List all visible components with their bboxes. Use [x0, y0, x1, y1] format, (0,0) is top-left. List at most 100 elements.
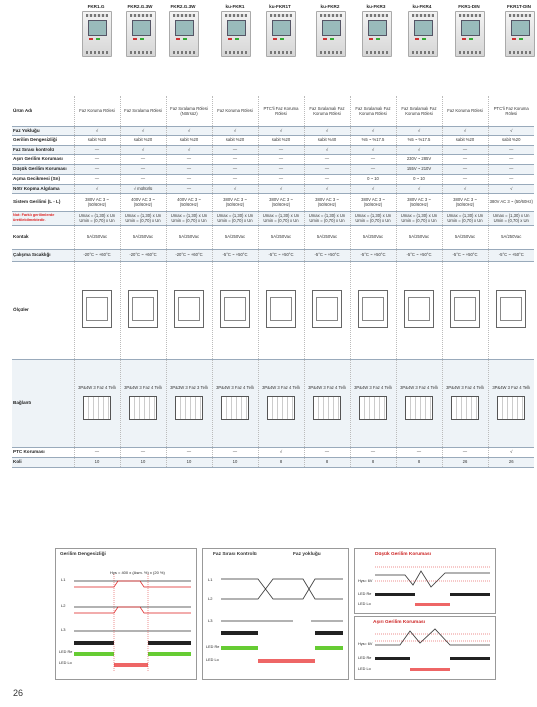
- row-label: Aşırı Gerilim Koruması: [12, 154, 74, 165]
- spec-cell: PTC'li Faz Koruma Rölesi: [487, 96, 534, 127]
- spec-cell: √: [303, 145, 350, 155]
- spec-cell: 3P&4W 3 Faz 4 Tellı: [349, 359, 396, 448]
- spec-cell: —: [73, 154, 120, 165]
- spec-cell: Umax = (1,30) x Un Umin = (0,70) x Un: [441, 211, 488, 226]
- spec-row: Aşırı Gerilim Koruması———————230V ~ 285V…: [12, 154, 534, 165]
- wiring-diagram: [83, 396, 111, 420]
- spec-cell: —: [487, 154, 534, 165]
- spec-cell: —: [119, 154, 166, 165]
- spec-cell: —: [303, 447, 350, 458]
- spec-cell: 26: [487, 457, 534, 468]
- spec-cell: sabit %20: [211, 135, 258, 146]
- spec-cell: 5A/250Vac: [73, 225, 120, 250]
- wiring-diagram: [221, 396, 249, 420]
- wiring-diagram: [267, 396, 295, 420]
- spec-cell: —: [119, 174, 166, 185]
- spec-cell: -5°C ~ +50°C: [487, 249, 534, 262]
- spec-cell: 5A/250Vac: [119, 225, 166, 250]
- product-image: [82, 11, 112, 57]
- wiring-diagram: [175, 396, 203, 420]
- row-label: Çalışma Sıcaklığı: [12, 249, 74, 262]
- spec-cell: 0 ~ 10: [349, 174, 396, 185]
- dusuk-led2: LED Lo: [358, 602, 371, 606]
- spec-cell: PTC'li Faz Koruma Rölesi: [257, 96, 304, 127]
- spec-cell: —: [165, 174, 212, 185]
- spec-cell: —: [257, 174, 304, 185]
- spec-cell: 3P&3W 3 Faz 3 Tellı: [165, 359, 212, 448]
- wiring-diagram: [451, 396, 479, 420]
- spec-cell: -5°C ~ +50°C: [441, 249, 488, 262]
- spec-cell: —: [395, 447, 442, 458]
- dusuk-led1: LED Re: [358, 592, 372, 596]
- spec-cell: 5A/250Vac: [395, 225, 442, 250]
- column-header: FKR1T-DIN: [507, 4, 531, 9]
- spec-cell: —: [303, 154, 350, 165]
- row-label: Ölçüler: [12, 261, 74, 360]
- spec-cell: 3P&4W 3 Faz 4 Tellı: [73, 359, 120, 448]
- wiring-diagram: [359, 396, 387, 420]
- spec-row: Çalışma Sıcaklığı-20°C ~ +60°C-20°C ~ +6…: [12, 249, 534, 262]
- product-image: [505, 11, 535, 57]
- spec-cell: Umax = (1,30) x Un Umin = (0,70) x Un: [349, 211, 396, 226]
- diagram-faz: Faz Sırası Kontrolü Faz yokluğu L1 L2 L3…: [202, 548, 349, 680]
- spec-cell: 3P&4W 3 Faz 4 Tellı: [119, 359, 166, 448]
- spec-cell: 380V AC 3 ~ (50/60Hz): [395, 193, 442, 212]
- spec-cell: —: [211, 174, 258, 185]
- connection-label: 3P&4W 3 Faz 4 Tellı: [262, 384, 300, 390]
- wiring-diagram: [497, 396, 526, 420]
- spec-cell: Umax = (1,30) x Un Umin = (0,70) x Un: [119, 211, 166, 226]
- faz-waveform: [221, 578, 343, 663]
- wiring-diagram: [313, 396, 341, 420]
- spec-cell: [303, 261, 350, 360]
- spec-cell: —: [165, 154, 212, 165]
- spec-cell: √: [349, 126, 396, 136]
- dimension-drawing: [220, 290, 250, 329]
- column-header: FKR1.G: [87, 4, 105, 9]
- column-header: FKR2.G.3W: [170, 4, 196, 9]
- spec-cell: 8: [303, 457, 350, 468]
- column-header: ku-FKR1: [225, 4, 245, 9]
- gerilim-l1: L1: [61, 577, 66, 582]
- spec-cell: √: [257, 447, 304, 458]
- spec-cell: √: [257, 184, 304, 194]
- spec-cell: √: [165, 145, 212, 155]
- row-label: Not: Farklı gerilimlerde üretilebilmekte…: [12, 211, 74, 226]
- column-header: FKR1-DIN: [458, 4, 480, 9]
- spec-cell: —: [349, 164, 396, 175]
- spec-cell: 380V AC 3 ~ (50/60Hz): [349, 193, 396, 212]
- row-label: Bağlantı: [12, 359, 74, 448]
- spec-cell: 10: [73, 457, 120, 468]
- diagram-gerilim: Gerilim Dengesizliği Hys = 400 x (Asm. %…: [55, 548, 197, 680]
- gerilim-led1: LED Re: [59, 650, 73, 654]
- faz-led2: LED Lo: [206, 658, 219, 662]
- row-label: Ürün Adı: [12, 96, 74, 127]
- spec-cell: 10: [119, 457, 166, 468]
- spec-cell: 380V AC 3 ~ (50/60Hz): [303, 193, 350, 212]
- spec-cell: -5°C ~ +50°C: [303, 249, 350, 262]
- wiring-diagram: [129, 396, 157, 420]
- row-label: Sistem Gerilimi (L - L): [12, 193, 74, 212]
- connection-label: 3P&4W 3 Faz 4 Tellı: [446, 384, 484, 390]
- spec-cell: √: [395, 184, 442, 194]
- spec-cell: Faz Sıralamalı Faz Koruma Rölesi: [349, 96, 396, 127]
- spec-cell: Umax = (1,30) x Un Umin = (0,70) x Un: [73, 211, 120, 226]
- spec-cell: 3P&4W 3 Faz 4 Tellı: [395, 359, 442, 448]
- spec-cell: —: [119, 447, 166, 458]
- spec-cell: —: [165, 184, 212, 194]
- spec-cell: 0 ~ 10: [395, 174, 442, 185]
- product-image: [316, 11, 346, 57]
- spec-cell: √: [441, 126, 488, 136]
- faz-l1: L1: [208, 577, 213, 582]
- spec-cell: —: [257, 154, 304, 165]
- row-label: Nötr Kopma Algılama: [12, 184, 74, 194]
- spec-cell: Faz Koruma Rölesi: [211, 96, 258, 127]
- product-image: [266, 11, 296, 57]
- spec-cell: Faz Koruma Rölesi: [441, 96, 488, 127]
- spec-row: Faz Yokluğu√√√√√√√√√√: [12, 126, 534, 136]
